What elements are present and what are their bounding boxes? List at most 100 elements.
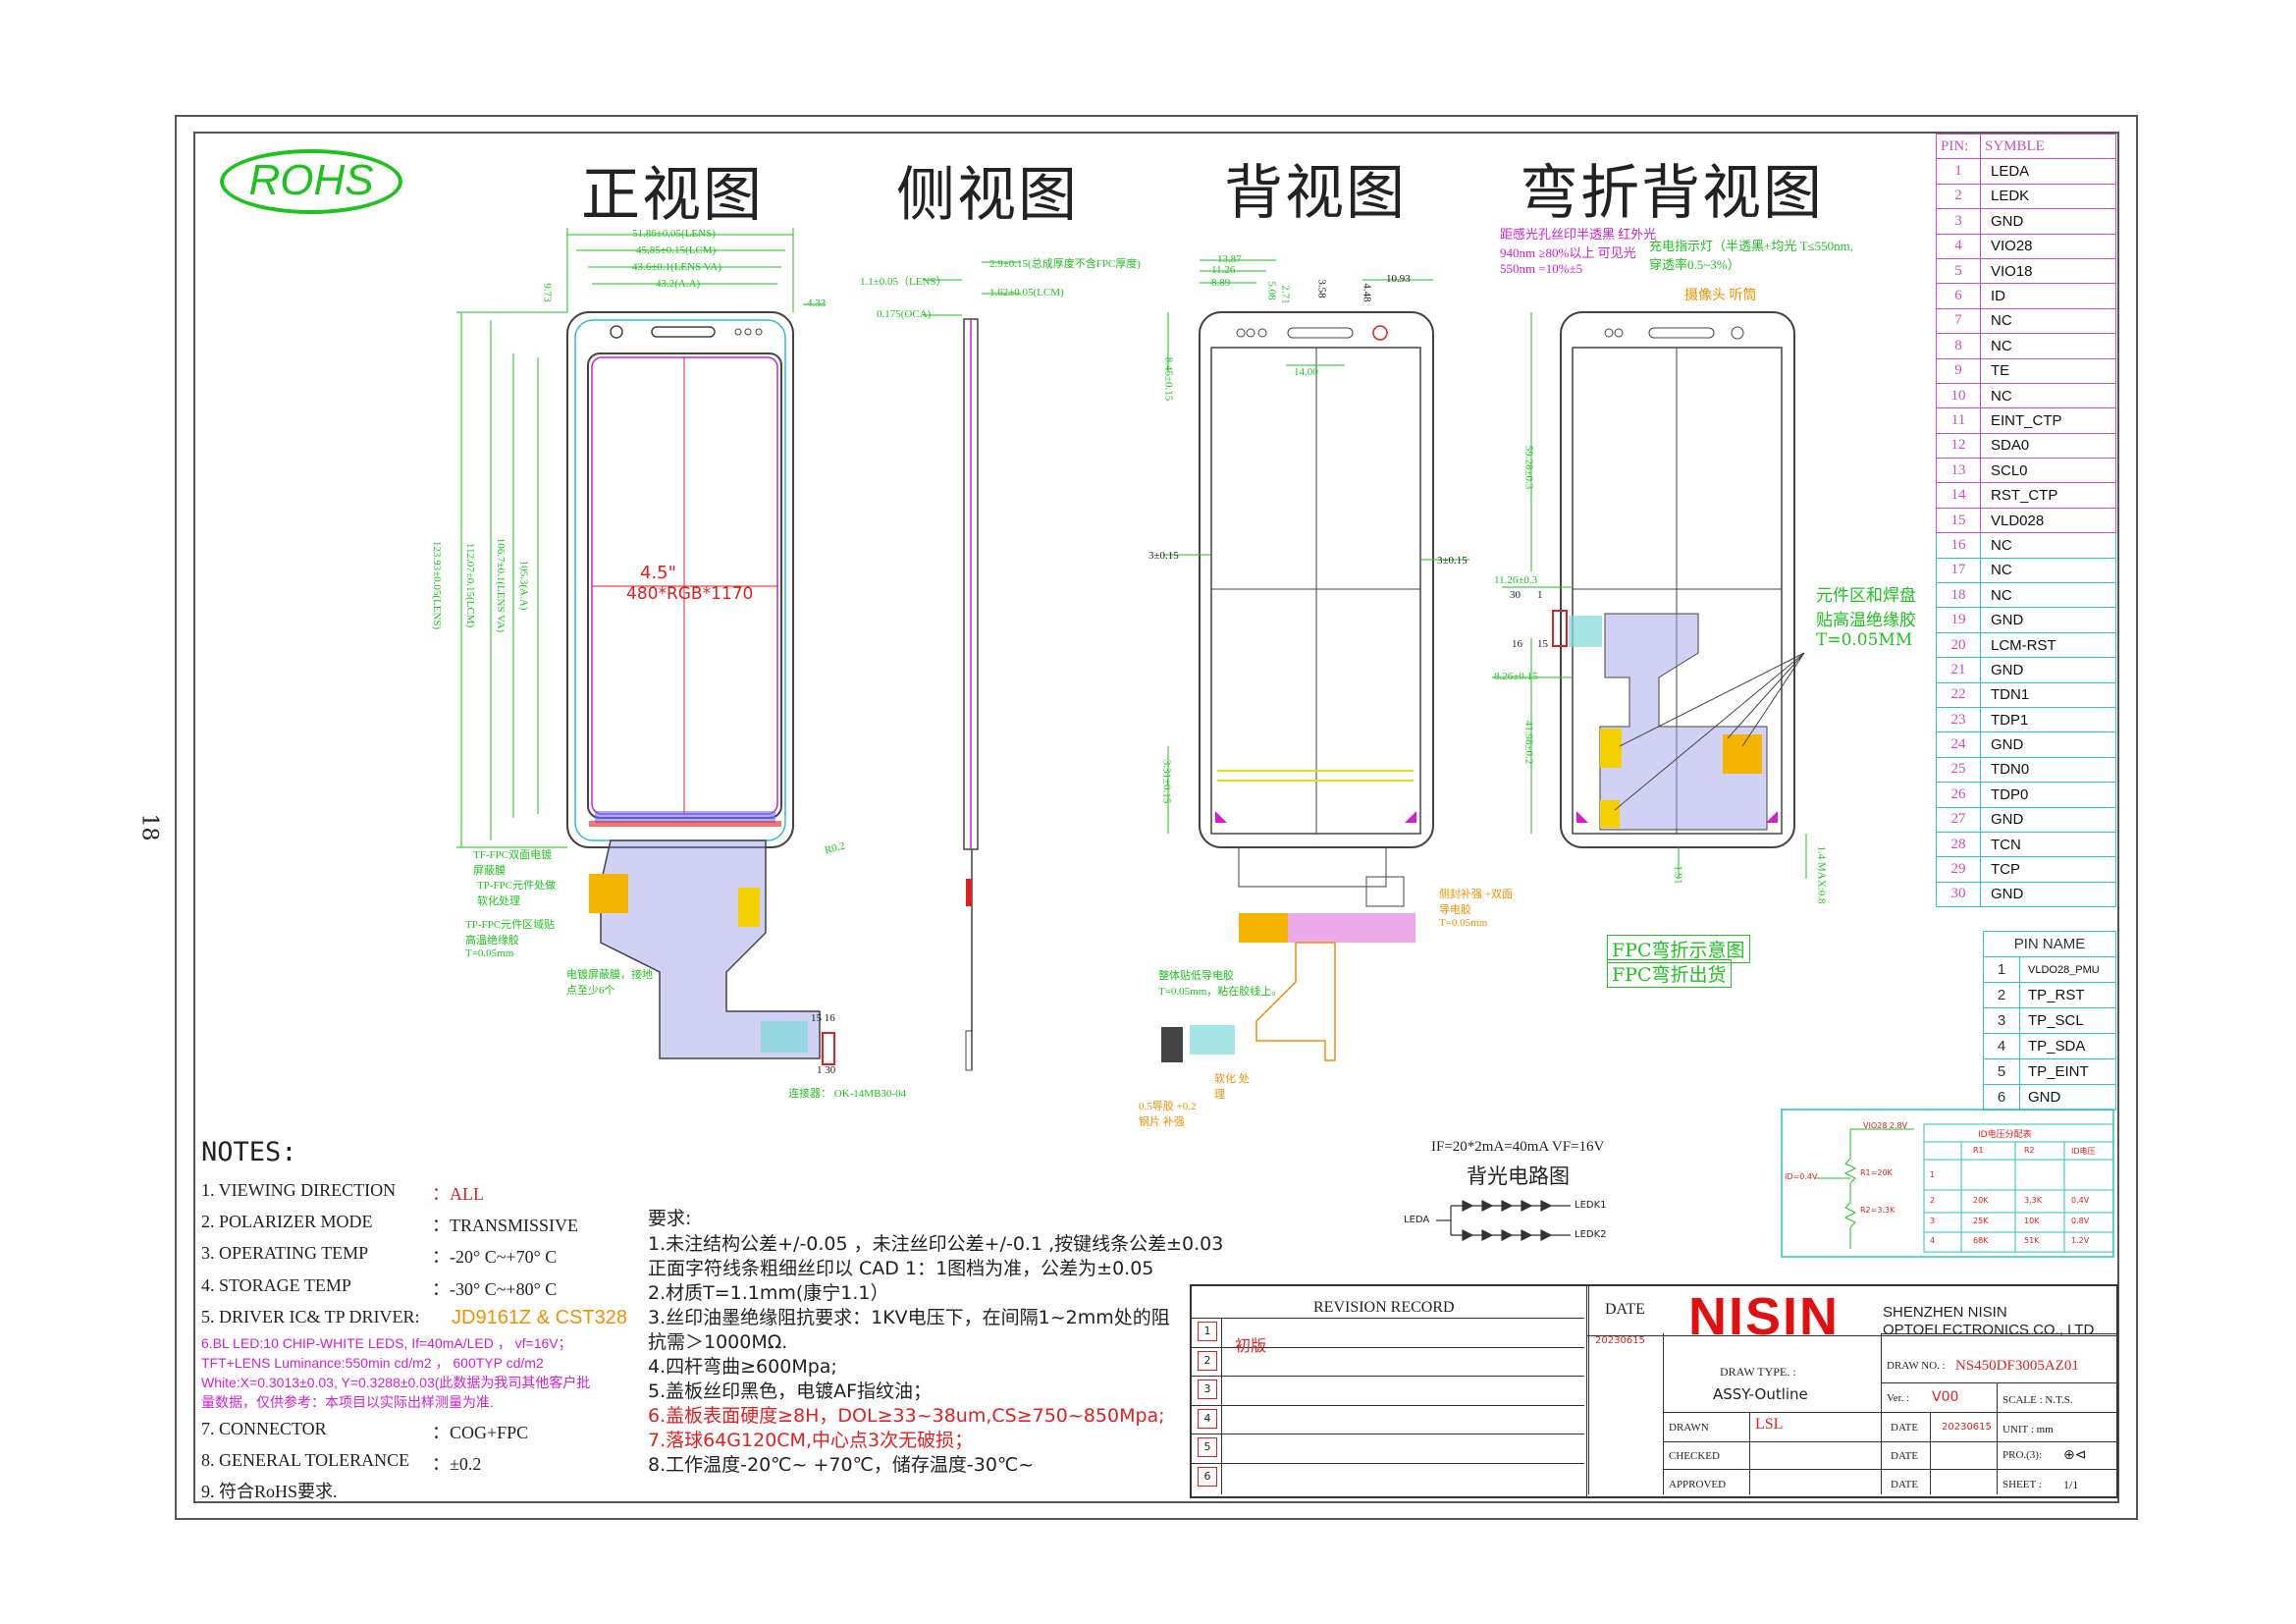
pin-symbol: GND <box>1980 881 2116 908</box>
pin-symbol: LCM-RST <box>1980 631 2116 659</box>
bent-dim-11-26: 11.26±0.3 <box>1494 574 1538 586</box>
dim-lcm-width: 45.85±0.15(LCM) <box>636 244 717 256</box>
side-dim-lens: 1.1±0.05（LENS） <box>860 276 947 288</box>
draw-no-label: DRAW NO. : <box>1887 1360 1946 1372</box>
grid-line <box>1663 1333 1664 1494</box>
grid-line <box>1190 1404 1584 1406</box>
pin-number: 30 <box>1936 881 1981 908</box>
dim-lens-width: 51.86±0.05(LENS) <box>632 228 716 240</box>
back-dim-10-93: 10.93 <box>1386 273 1411 285</box>
revision-mark: 5 <box>1198 1437 1217 1457</box>
notes-title: NOTES: <box>201 1137 297 1167</box>
pin-symbol: NC <box>1980 532 2116 559</box>
side-view-drawing <box>923 261 1021 1071</box>
pin-number: 20 <box>1936 631 1981 659</box>
tp-pin-name: TP_EINT <box>2019 1058 2116 1085</box>
grid-line <box>1221 1318 1222 1494</box>
pin-number: 17 <box>1936 557 1981 584</box>
pin-number: 8 <box>1936 333 1981 359</box>
bent-fpc-hatch <box>1599 613 1768 831</box>
revision-mark: 2 <box>1198 1350 1217 1371</box>
note-6-line-2: TFT+LENS Luminance:550min cd/m2 ， 600TYP… <box>201 1355 544 1371</box>
id-circuit-title: ID电压分配表 <box>1978 1130 2032 1140</box>
requirement-line: 抗需＞1000MΩ. <box>648 1331 788 1353</box>
bent-dim-59-28: 59.28±0.3 <box>1522 445 1535 490</box>
bent-camera-note: 摄像头 听筒 <box>1684 289 1757 303</box>
bent-earpiece <box>1648 327 1715 339</box>
back-note-conductive: 整体贴低导电胶 T=0.05mm，粘在胶线上。 <box>1158 970 1283 998</box>
rohs-logo: ROHS <box>220 149 402 214</box>
id-vcc-label: VIO28 2.8V <box>1863 1121 1908 1130</box>
id-table-cell: R2 <box>2024 1146 2035 1155</box>
draw-type-label: DRAW TYPE. : <box>1720 1365 1796 1379</box>
front-connector <box>761 1021 808 1053</box>
front-camera-hole <box>610 325 623 339</box>
bent-pin-1: 1 <box>1537 589 1543 601</box>
back-hole-3 <box>1257 328 1267 338</box>
side-dim-lcm: 1.62±0.05(LCM) <box>989 287 1064 298</box>
front-sensor-1 <box>734 328 742 336</box>
grid-line <box>1881 1382 2118 1383</box>
bent-back-view-title: 弯折背视图 <box>1520 159 1824 228</box>
projection-icon: ⊕⊲ <box>2063 1447 2087 1463</box>
bent-element-note: 元件区和焊盘贴高温绝缘胶 T=0.05MM <box>1816 586 1916 650</box>
back-fpc-neck <box>1238 846 1387 888</box>
front-ic-strip <box>595 811 775 823</box>
pin-number: 29 <box>1936 856 1981 883</box>
bent-connector-stiffener <box>1569 616 1602 647</box>
back-dim-4-48: 4.48 <box>1361 283 1373 302</box>
id-table-cell: 10K <box>2024 1217 2040 1225</box>
pin-number: 16 <box>1936 532 1981 559</box>
id-table-cell: R1 <box>1973 1146 1984 1155</box>
back-fpc-orange <box>1239 913 1288 943</box>
bent-pin-15: 15 <box>1537 638 1548 650</box>
pin-symbol: VIO18 <box>1980 257 2116 285</box>
id-table-cell: 4 <box>1930 1236 1936 1245</box>
pin-number: 28 <box>1936 831 1981 858</box>
tp-pin-name: TP_RST <box>2019 982 2116 1008</box>
dim-aa-height: 105.3(A.A) <box>517 560 530 611</box>
back-connector <box>1161 1027 1183 1062</box>
pin-number: 24 <box>1936 731 1981 758</box>
back-dim-3-58: 3.58 <box>1315 279 1328 298</box>
back-fpc-stiffener <box>1365 876 1405 907</box>
back-earpiece <box>1287 327 1354 339</box>
sheet-label: SHEET : <box>2002 1479 2042 1490</box>
unit-label: UNIT : mm <box>2002 1424 2054 1435</box>
rev1-text: 初版 <box>1235 1336 1267 1355</box>
sheet-value: 1/1 <box>2063 1478 2079 1491</box>
pin-symbol: TDN1 <box>1980 681 2116 708</box>
back-dim-14-00: 14.00 <box>1294 366 1318 378</box>
grid-line <box>1190 1462 1584 1464</box>
front-connector-part: 连接器： OK-14MB30-04 <box>788 1088 907 1100</box>
drawn-value: LSL <box>1755 1416 1784 1433</box>
back-dim-3-31: 3.31±0.15 <box>1160 759 1173 804</box>
company-name-1: SHENZHEN NISIN <box>1883 1304 2007 1321</box>
revision-mark: 6 <box>1198 1466 1217 1487</box>
dim-lens-height: 123.93±0.05(LENS) <box>431 540 444 630</box>
back-dim-3-right: 3±0.15 <box>1437 555 1468 567</box>
front-lens-outline <box>566 311 794 848</box>
front-sensor-3 <box>755 328 763 336</box>
back-note-stiffener: 侧封补强 +双面导电胶 T=0.05mm <box>1439 889 1513 929</box>
back-dim-3-left: 3±0.15 <box>1148 550 1179 562</box>
id-table-cell: 20K <box>1973 1196 1989 1205</box>
id-table-cell: 1 <box>1930 1170 1936 1179</box>
approved-label: APPROVED <box>1669 1479 1727 1490</box>
pin-symbol: GND <box>1980 806 2116 833</box>
